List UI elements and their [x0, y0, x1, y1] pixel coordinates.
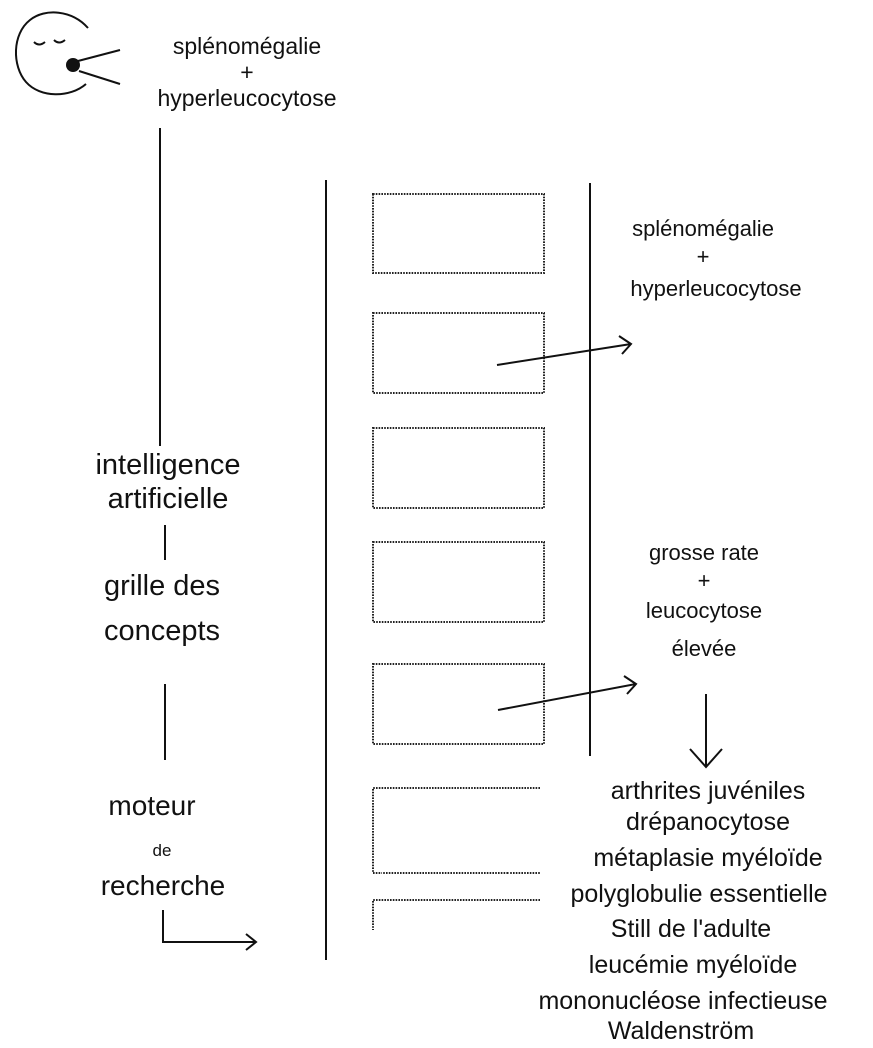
- diagnosis-item: Waldenström: [608, 1017, 754, 1045]
- concept-line1: splénomégalie: [632, 216, 774, 241]
- synonym-line1: grosse rate: [649, 540, 759, 565]
- synonym-plus: +: [698, 568, 711, 593]
- diagnosis-item: leucémie myéloïde: [589, 951, 797, 979]
- concept-arrow-icon: [497, 336, 631, 365]
- synonym-line4: élevée: [672, 636, 737, 661]
- grid-box-partial-1: [373, 788, 540, 873]
- grid-box-2: [373, 313, 544, 393]
- patient-symptom-line1: splénomégalie: [173, 33, 321, 59]
- diagnosis-item: arthrites juvéniles: [611, 777, 806, 805]
- grid-box-4: [373, 542, 544, 622]
- diagnosis-item: mononucléose infectieuse: [538, 987, 827, 1015]
- label-intelligence: intelligence: [95, 449, 240, 481]
- label-de: de: [153, 841, 172, 860]
- search-arrow-icon: [163, 910, 256, 950]
- label-recherche: recherche: [101, 870, 226, 901]
- patient-symptom-line3: hyperleucocytose: [158, 85, 337, 111]
- synonym-arrow-icon: [498, 676, 636, 710]
- diagnosis-item: métaplasie myéloïde: [593, 844, 822, 872]
- grid-box-3: [373, 428, 544, 508]
- grid-box-1: [373, 194, 544, 273]
- grid-box-5: [373, 664, 544, 744]
- face-icon: [16, 12, 120, 94]
- diagnosis-item: polyglobulie essentielle: [570, 880, 827, 908]
- diagnosis-item: drépanocytose: [626, 808, 790, 836]
- patient-symptom-plus: +: [240, 59, 253, 85]
- label-moteur: moteur: [108, 790, 195, 821]
- label-artificielle: artificielle: [108, 483, 229, 515]
- diagnosis-item: Still de l'adulte: [611, 915, 771, 943]
- grid-box-partial-2: [373, 900, 540, 930]
- concept-line3: hyperleucocytose: [630, 276, 801, 301]
- concept-plus: +: [697, 244, 710, 269]
- label-concepts: concepts: [104, 615, 220, 647]
- synonym-line3: leucocytose: [646, 598, 762, 623]
- label-grille-des: grille des: [104, 570, 220, 602]
- down-arrow-icon: [690, 694, 722, 767]
